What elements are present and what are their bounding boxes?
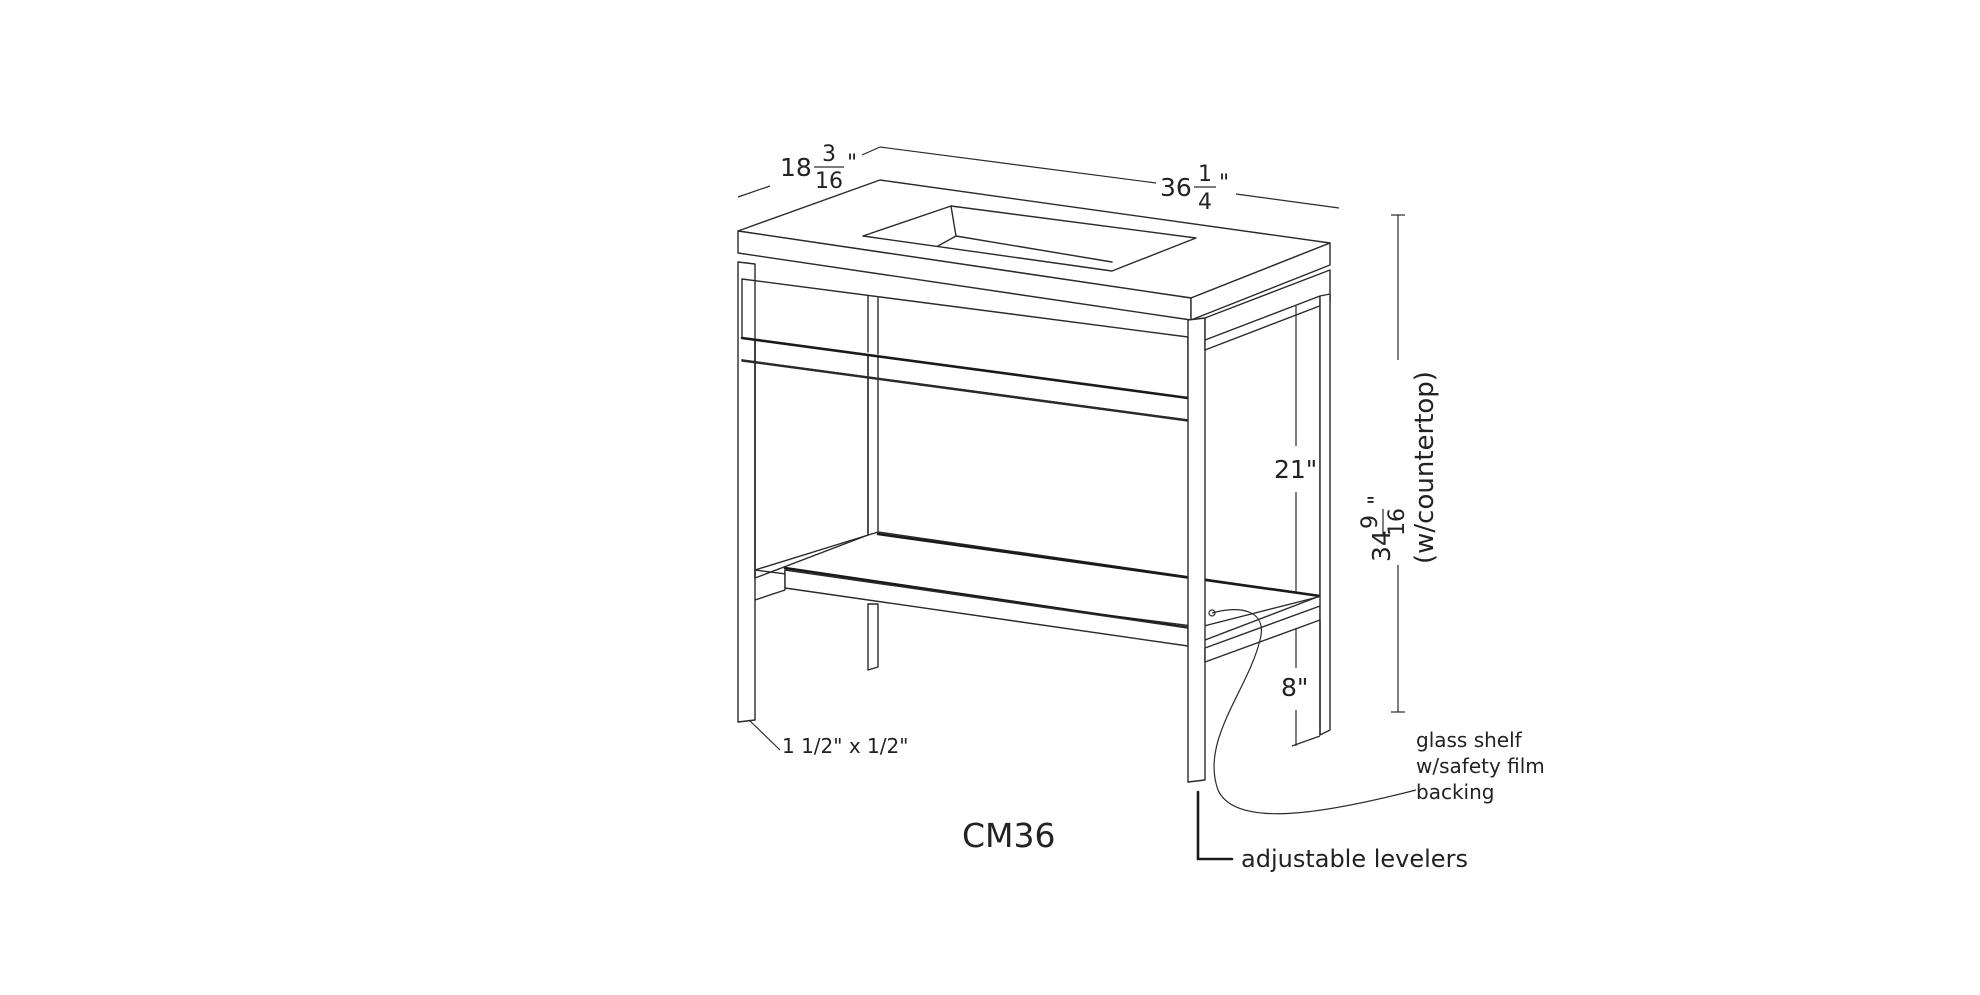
countertop bbox=[737, 179, 1331, 321]
height-dimension bbox=[1391, 214, 1405, 713]
leader-glass-shelf bbox=[1208, 609, 1417, 815]
front-apron bbox=[740, 278, 1190, 422]
leg-size-label: 1 1/2" x 1/2" bbox=[782, 734, 908, 758]
svg-text:16: 16 bbox=[815, 169, 843, 194]
svg-text:4: 4 bbox=[1198, 190, 1212, 215]
clearance-8-label: 8" bbox=[1281, 673, 1308, 702]
front-left-leg bbox=[737, 261, 869, 723]
opening-21-label: 21" bbox=[1274, 455, 1317, 484]
depth-dimension bbox=[737, 146, 881, 198]
depth-label: 18 3 16 " bbox=[780, 142, 857, 194]
right-side-frame bbox=[1204, 269, 1331, 736]
width-label: 36 1 4 " bbox=[1160, 162, 1229, 215]
glass-shelf-label-line1: glass shelf bbox=[1416, 728, 1523, 752]
height-label: 34 9 16 " (w/countertop) bbox=[1358, 371, 1440, 564]
levelers-label: adjustable levelers bbox=[1241, 845, 1468, 873]
front-right-leg bbox=[1187, 317, 1206, 783]
svg-text:3: 3 bbox=[822, 142, 836, 167]
svg-text:16: 16 bbox=[1385, 508, 1410, 536]
model-label: CM36 bbox=[962, 816, 1056, 855]
svg-text:(w/countertop): (w/countertop) bbox=[1410, 371, 1440, 564]
glass-shelf-label-line2: w/safety film bbox=[1416, 754, 1545, 778]
svg-text:9: 9 bbox=[1358, 515, 1383, 529]
sink-basin bbox=[862, 205, 1197, 272]
svg-text:": " bbox=[1219, 171, 1229, 196]
leader-levelers bbox=[1196, 790, 1234, 861]
svg-text:1: 1 bbox=[1198, 162, 1212, 187]
svg-text:18: 18 bbox=[780, 153, 812, 182]
svg-text:34: 34 bbox=[1367, 530, 1396, 562]
svg-text:": " bbox=[847, 151, 857, 176]
svg-text:36: 36 bbox=[1160, 173, 1192, 202]
glass-shelf-label-line3: backing bbox=[1416, 780, 1494, 804]
opening-dimension bbox=[1291, 306, 1321, 747]
width-dimension bbox=[879, 146, 1340, 209]
leader-leg-size bbox=[748, 719, 781, 751]
svg-text:": " bbox=[1365, 495, 1390, 505]
